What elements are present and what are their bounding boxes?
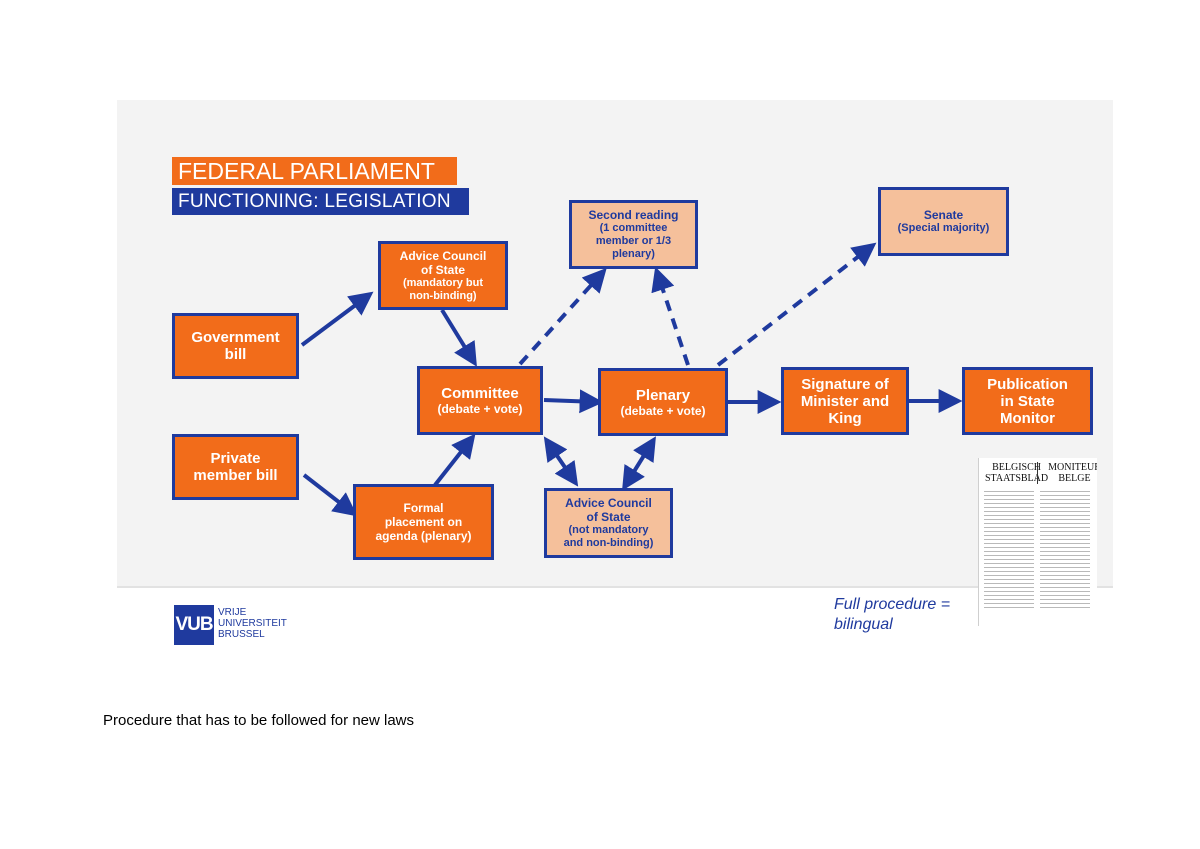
flow-arrows <box>300 242 963 517</box>
plenary-title: Plenary <box>635 386 691 404</box>
vub-logo: VUB <box>174 605 214 645</box>
arrow-committee-to-plenary <box>543 389 604 414</box>
arrow-plenary-advice-bottom <box>622 436 656 491</box>
signature-box: Signature of Minister and King <box>781 367 909 435</box>
gazette-title-nl: BELGISCH STAATSBLAD <box>985 462 1049 484</box>
advice-council-top-box: Advice Council of State (mandatory but n… <box>378 241 508 310</box>
committee-note: (debate + vote) <box>437 402 523 416</box>
signature-label: Signature of Minister and King <box>800 375 890 427</box>
second-reading-note: (1 committee member or 1/3 plenary) <box>595 222 672 260</box>
advice-council-bottom-title: Advice Council of State <box>565 496 652 524</box>
senate-note: (Special majority) <box>897 222 990 234</box>
government-bill-label: Government bill <box>191 329 280 363</box>
arrow-government-to-advice <box>300 291 374 347</box>
arrow-plenary-to-second-reading <box>651 266 690 366</box>
plenary-note: (debate + vote) <box>620 403 706 418</box>
slide-title: FEDERAL PARLIAMENT <box>172 157 457 185</box>
government-bill-box: Government bill <box>172 313 299 379</box>
arrow-plenary-to-senate <box>716 242 877 367</box>
slide-divider <box>117 586 1113 588</box>
arrow-committee-to-second-reading <box>518 267 607 366</box>
arrow-private-to-formal <box>302 473 358 517</box>
slide: FEDERAL PARLIAMENT FUNCTIONING: LEGISLAT… <box>117 100 1113 648</box>
senate-title: Senate <box>923 208 964 222</box>
private-member-bill-label: Private member bill <box>193 450 278 484</box>
private-member-bill-box: Private member bill <box>172 434 299 500</box>
advice-council-top-title: Advice Council of State <box>399 248 487 277</box>
formal-placement-label: Formal placement on agenda (plenary) <box>375 501 472 543</box>
senate-box: Senate (Special majority) <box>878 187 1009 256</box>
committee-box: Committee (debate + vote) <box>417 366 543 435</box>
slide-subtitle: FUNCTIONING: LEGISLATION <box>172 188 469 215</box>
caption: Procedure that has to be followed for ne… <box>103 712 415 729</box>
publication-label: Publication in State Monitor <box>987 375 1068 427</box>
advice-council-bottom-note: (not mandatory and non-binding) <box>563 524 654 549</box>
full-procedure-note: Full procedure = bilingual <box>834 596 951 633</box>
arrow-formal-to-committee <box>433 433 476 487</box>
state-gazette-image: BELGISCH STAATSBLAD MONITEUR BELGE <box>978 458 1097 626</box>
formal-placement-box: Formal placement on agenda (plenary) <box>353 484 494 560</box>
slide-footer <box>117 588 1113 648</box>
advice-council-top-note: (mandatory but non-binding) <box>402 276 484 302</box>
arrow-committee-advice-bottom <box>543 436 579 487</box>
gazette-title-fr: MONITEUR BELGE <box>1048 462 1097 484</box>
university-name: VRIJE UNIVERSITEIT BRUSSEL <box>218 607 287 640</box>
plenary-box: Plenary (debate + vote) <box>598 368 728 436</box>
publication-box: Publication in State Monitor <box>962 367 1093 435</box>
second-reading-title: Second reading <box>588 208 679 222</box>
arrow-advice-to-committee <box>440 308 477 367</box>
second-reading-box: Second reading (1 committee member or 1/… <box>569 200 698 269</box>
committee-title: Committee <box>441 385 519 402</box>
advice-council-bottom-box: Advice Council of State (not mandatory a… <box>544 488 673 558</box>
